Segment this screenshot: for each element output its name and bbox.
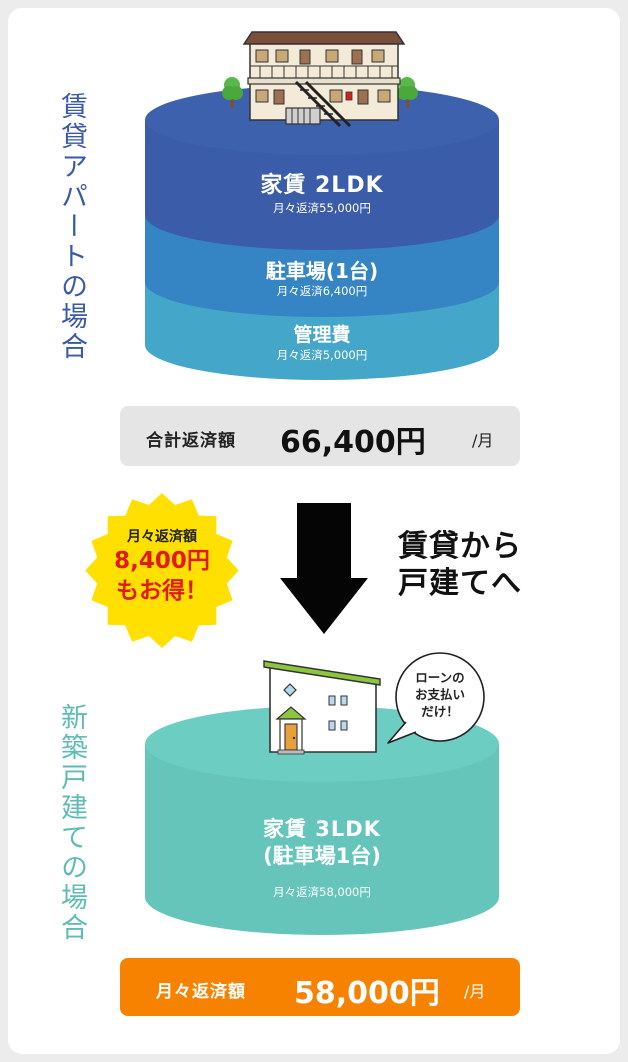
rent-sub: 月々返済55,000円 [273,201,371,215]
bubble-line3: だけ！ [421,704,459,719]
rent-title: 家賃 2LDK [260,173,384,198]
rental-total-box: 合計返済額 66,400円 /月 [120,406,520,466]
house-side-title: 新築戸建ての場合 [56,703,87,943]
savings-line3: もお得！ [116,578,208,604]
rental-total-unit: /月 [472,431,494,450]
apartment-building-illustration [222,31,418,128]
transition-line2: 戸建てへ [398,566,522,601]
bubble-text: ローンの お支払い だけ！ [398,669,482,720]
new-house-illustration [263,660,381,755]
rental-total-value: 66,400円 [280,425,426,460]
savings-line1: 月々返済額 [127,529,197,545]
bubble-line2: お支払い [414,687,465,702]
savings-text: 月々返済額 8,400円 もお得！ [71,528,253,606]
rent-layer [145,120,499,250]
savings-amount: 8,400円 [114,548,210,574]
rent-label: 家賃 2LDK 月々返済55,000円 [142,172,502,216]
house-rent-sub: 月々返済58,000円 [273,885,371,899]
house-total-value: 58,000円 [294,976,440,1011]
management-label: 管理費 月々返済5,000円 [142,323,502,363]
rental-total-label: 合計返済額 [146,431,236,451]
rental-side-title: 賃貸アパートの場合 [56,92,87,362]
rental-cylinder [145,85,499,380]
down-arrow-icon [280,503,368,634]
transition-line1: 賃貸から [398,529,522,564]
house-rent-label: 家賃 3LDK (駐車場1台) 月々返済58,000円 [142,816,502,900]
savings-burst-shape [85,493,239,648]
parking-title: 駐車場(1台) [265,259,379,283]
transition-text: 賃貸から 戸建てへ [398,528,522,602]
speech-bubble [387,652,485,744]
house-rent-title2: (駐車場1台) [263,844,381,868]
house-total-box: 月々返済額 58,000円 /月 [120,958,520,1016]
management-title: 管理費 [293,324,351,346]
house-total-label: 月々返済額 [156,982,246,1002]
house-rent-title1: 家賃 3LDK [262,817,381,841]
parking-sub: 月々返済6,400円 [276,284,368,298]
house-total-unit: /月 [464,982,486,1001]
management-sub: 月々返済5,000円 [276,348,368,362]
bubble-line1: ローンの [415,670,465,685]
parking-label: 駐車場(1台) 月々返済6,400円 [142,258,502,299]
